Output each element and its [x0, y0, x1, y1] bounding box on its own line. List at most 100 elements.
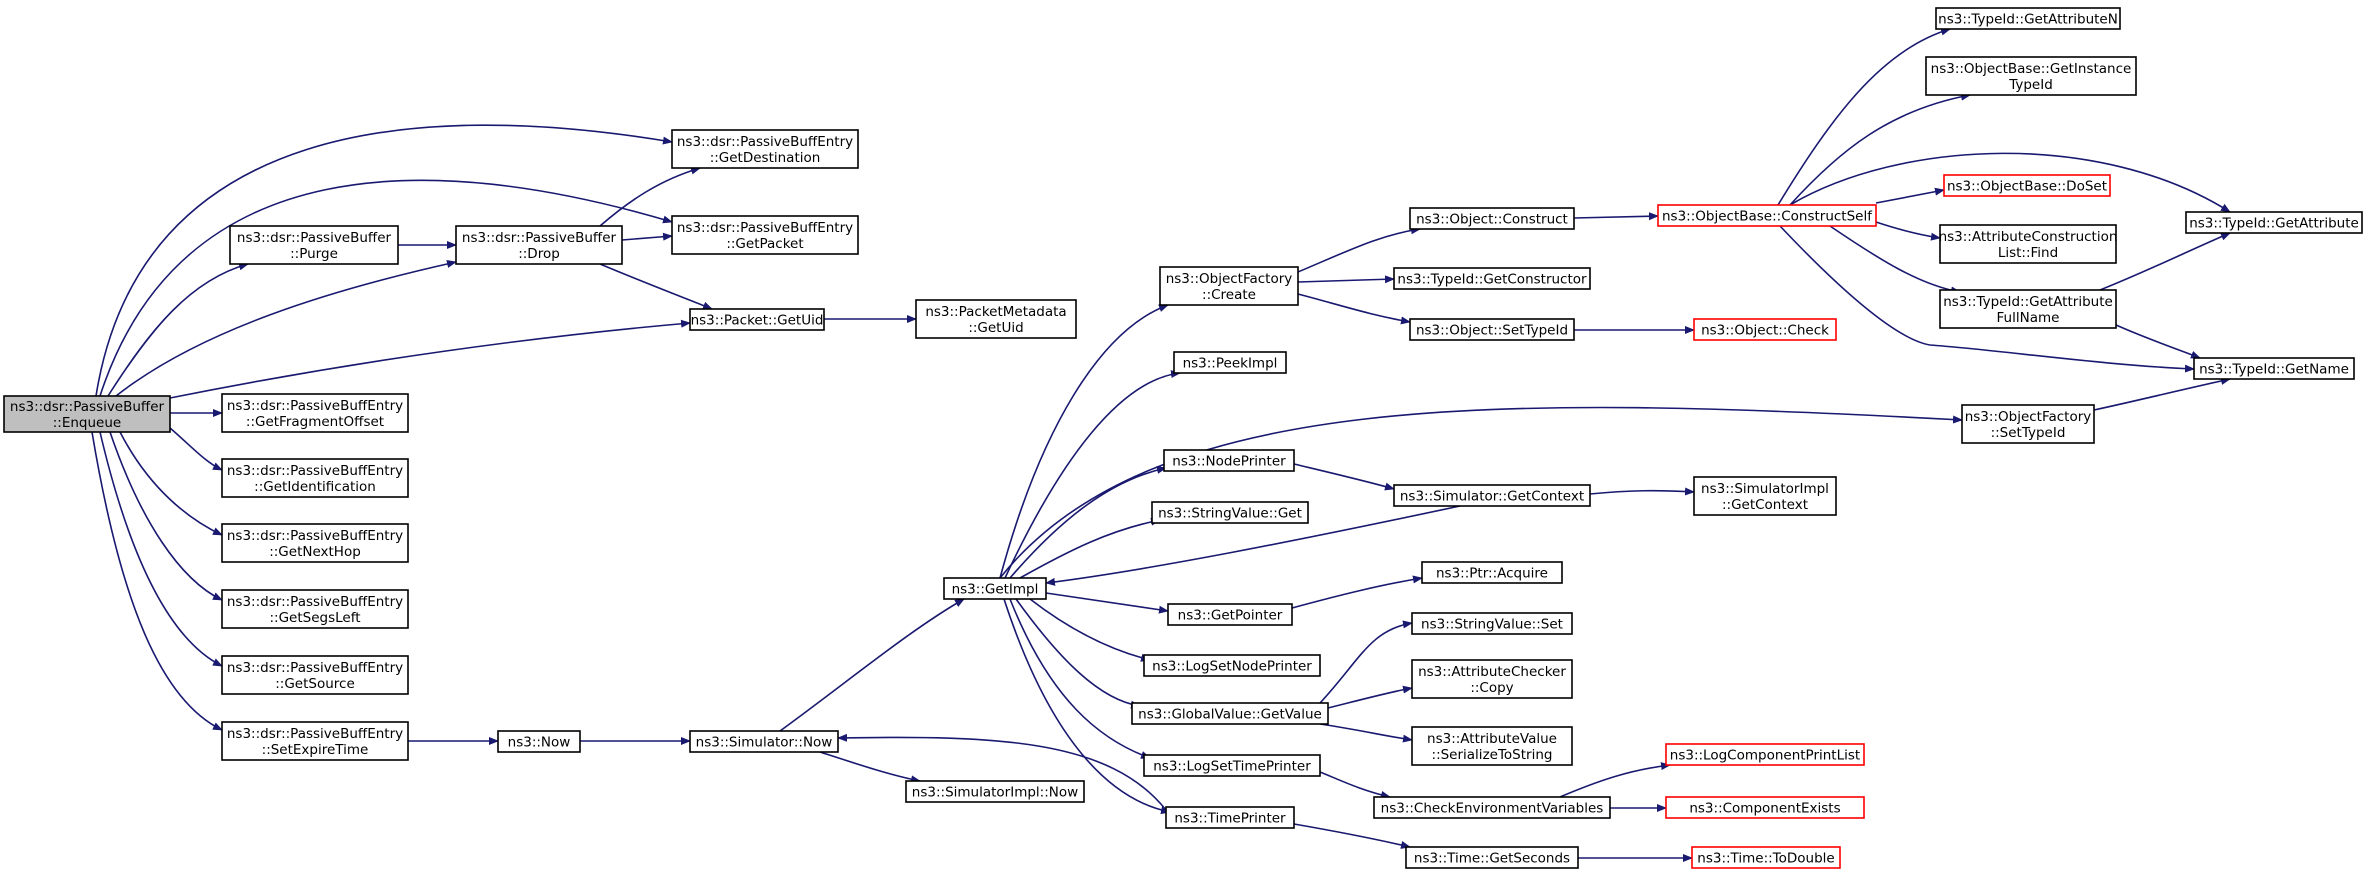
node-nodeprinter[interactable]: ns3::NodePrinter	[1163, 449, 1295, 472]
node-object-settypeid[interactable]: ns3::Object::SetTypeId	[1409, 318, 1575, 341]
node-typeid-getattributen[interactable]: ns3::TypeId::GetAttributeN	[1935, 7, 2121, 30]
node-simulatorimpl-now[interactable]: ns3::SimulatorImpl::Now	[905, 780, 1085, 803]
node-simulator-getcontext[interactable]: ns3::Simulator::GetContext	[1393, 484, 1591, 507]
node-get-fragment-offset[interactable]: ns3::dsr::PassiveBuffEntry::GetFragmentO…	[221, 393, 409, 433]
node-componentexists[interactable]: ns3::ComponentExists	[1665, 796, 1865, 819]
node-attributechecker-copy[interactable]: ns3::AttributeChecker::Copy	[1411, 659, 1573, 699]
node-timeprinter[interactable]: ns3::TimePrinter	[1165, 806, 1295, 829]
node-objectfactory-settypeid[interactable]: ns3::ObjectFactory::SetTypeId	[1961, 404, 2095, 444]
node-getimpl[interactable]: ns3::GetImpl	[943, 577, 1047, 600]
node-logsetnodeprinter[interactable]: ns3::LogSetNodePrinter	[1143, 654, 1321, 677]
node-label: ns3::StringValue::Set	[1421, 617, 1563, 633]
node-purge[interactable]: ns3::dsr::PassiveBuffer::Purge	[229, 225, 399, 265]
node-label: ns3::dsr::PassiveBuffEntry	[227, 398, 403, 414]
call-edge-line	[1789, 152, 2231, 213]
node-label: ns3::Packet::GetUid	[691, 313, 824, 329]
call-edge-line	[1589, 487, 1695, 496]
call-edge-line	[99, 431, 223, 667]
node-label: ns3::NodePrinter	[1172, 454, 1286, 470]
node-checkenvvars[interactable]: ns3::CheckEnvironmentVariables	[1373, 796, 1611, 819]
call-edge-line	[1829, 225, 1961, 295]
call-edge-getimpl-to-nodeprinter	[1009, 465, 1167, 579]
node-time-todouble[interactable]: ns3::Time::ToDouble	[1691, 846, 1841, 869]
node-label: ::GetIdentification	[254, 479, 376, 495]
node-box	[3, 395, 171, 433]
call-edge-enqueue-to-get_destination	[95, 124, 673, 397]
call-edge-enqueue-to-purge	[107, 262, 249, 397]
node-label: ::GetSegsLeft	[269, 610, 360, 626]
call-edge-timeprinter-to-simulator_now	[837, 733, 1167, 811]
node-stringvalue-set[interactable]: ns3::StringValue::Set	[1411, 612, 1573, 635]
node-get-next-hop[interactable]: ns3::dsr::PassiveBuffEntry::GetNextHop	[221, 523, 409, 563]
call-edge-getimpl-to-peekimpl	[1004, 370, 1181, 579]
call-edge-getimpl-to-objectfactory_settypeid	[999, 406, 1963, 579]
node-box	[1393, 484, 1591, 507]
node-object-check[interactable]: ns3::Object::Check	[1693, 318, 1837, 341]
node-objectbase-doset[interactable]: ns3::ObjectBase::DoSet	[1943, 174, 2111, 197]
node-objectbase-constructself[interactable]: ns3::ObjectBase::ConstructSelf	[1657, 204, 1877, 227]
node-label: ns3::Object::Check	[1701, 323, 1829, 339]
node-label: ns3::AttributeValue	[1427, 731, 1557, 747]
node-box	[1411, 612, 1573, 635]
node-logsettimeprinter[interactable]: ns3::LogSetTimePrinter	[1143, 754, 1321, 777]
node-box	[221, 721, 409, 761]
node-set-expire-time[interactable]: ns3::dsr::PassiveBuffEntry::SetExpireTim…	[221, 721, 409, 761]
call-edge-line	[2115, 324, 2201, 359]
call-edge-objectfactory_create-to-object_construct	[1297, 226, 1421, 273]
node-attributevalue-serialize[interactable]: ns3::AttributeValue::SerializeToString	[1411, 726, 1573, 766]
node-packet-getuid[interactable]: ns3::Packet::GetUid	[689, 308, 825, 331]
node-label: ::GetPacket	[726, 236, 803, 252]
node-get-packet[interactable]: ns3::dsr::PassiveBuffEntry::GetPacket	[671, 215, 859, 255]
node-simulatorimpl-getcontext[interactable]: ns3::SimulatorImpl::GetContext	[1693, 476, 1837, 516]
call-edge-getimpl-to-objectfactory_create	[999, 304, 1169, 579]
node-packetmetadata-getuid[interactable]: ns3::PacketMetadata::GetUid	[915, 299, 1077, 339]
node-label: ns3::Time::GetSeconds	[1414, 851, 1570, 867]
node-stringvalue-get[interactable]: ns3::StringValue::Get	[1151, 501, 1309, 524]
call-edge-enqueue-to-get_segs_left	[109, 431, 223, 601]
node-logcomponentprintlist[interactable]: ns3::LogComponentPrintList	[1665, 743, 1865, 766]
node-label: ns3::SimulatorImpl	[1701, 481, 1829, 497]
node-peekimpl[interactable]: ns3::PeekImpl	[1173, 351, 1287, 374]
node-getpointer[interactable]: ns3::GetPointer	[1167, 603, 1293, 626]
node-object-construct[interactable]: ns3::Object::Construct	[1409, 207, 1575, 230]
node-box	[1143, 654, 1321, 677]
node-ptr-acquire[interactable]: ns3::Ptr::Acquire	[1421, 561, 1563, 584]
node-drop[interactable]: ns3::dsr::PassiveBuffer::Drop	[455, 225, 623, 265]
node-now[interactable]: ns3::Now	[497, 730, 581, 753]
call-edge-getimpl-to-timeprinter	[1003, 598, 1171, 815]
call-edge-line	[1009, 465, 1167, 579]
node-label: ns3::LogSetNodePrinter	[1152, 659, 1312, 675]
node-label: ::Enqueue	[53, 415, 121, 431]
node-time-getseconds[interactable]: ns3::Time::GetSeconds	[1405, 846, 1579, 869]
call-edge-line	[819, 751, 921, 784]
node-typeid-getconstructor[interactable]: ns3::TypeId::GetConstructor	[1393, 267, 1591, 290]
node-simulator-now[interactable]: ns3::Simulator::Now	[689, 730, 839, 753]
call-edge-globalvalue_getvalue-to-stringvalue_set	[1319, 620, 1413, 704]
call-edge-line	[1297, 293, 1411, 325]
node-get-segs-left[interactable]: ns3::dsr::PassiveBuffEntry::GetSegsLeft	[221, 589, 409, 629]
node-box	[221, 393, 409, 433]
node-enqueue[interactable]: ns3::dsr::PassiveBuffer::Enqueue	[3, 395, 171, 433]
node-get-identification[interactable]: ns3::dsr::PassiveBuffEntry::GetIdentific…	[221, 458, 409, 498]
node-globalvalue-getvalue[interactable]: ns3::GlobalValue::GetValue	[1131, 702, 1329, 725]
node-label: ns3::PeekImpl	[1183, 356, 1278, 372]
call-edge-line	[1003, 598, 1171, 815]
call-edge-line	[1293, 463, 1395, 491]
node-objectfactory-create[interactable]: ns3::ObjectFactory::Create	[1159, 266, 1299, 306]
node-label: ::Purge	[290, 246, 338, 262]
node-box	[1151, 501, 1309, 524]
node-label: ns3::GetImpl	[952, 582, 1039, 598]
node-typeid-getattribute[interactable]: ns3::TypeId::GetAttribute	[2185, 211, 2363, 234]
node-label: ns3::ComponentExists	[1689, 801, 1840, 817]
call-edge-object_construct-to-objectbase_constructself	[1573, 212, 1659, 221]
call-edge-objectbase_constructself-to-typeid_getname	[1779, 225, 2195, 373]
node-get-destination[interactable]: ns3::dsr::PassiveBuffEntry::GetDestinati…	[671, 129, 859, 169]
node-typeid-getname[interactable]: ns3::TypeId::GetName	[2193, 357, 2355, 380]
call-edge-line	[599, 263, 713, 310]
node-get-source[interactable]: ns3::dsr::PassiveBuffEntry::GetSource	[221, 655, 409, 695]
function-nodes: ns3::dsr::PassiveBuffer::Enqueuens3::dsr…	[3, 7, 2363, 869]
call-edge-objectfactory_create-to-typeid_getconstructor	[1297, 275, 1395, 284]
